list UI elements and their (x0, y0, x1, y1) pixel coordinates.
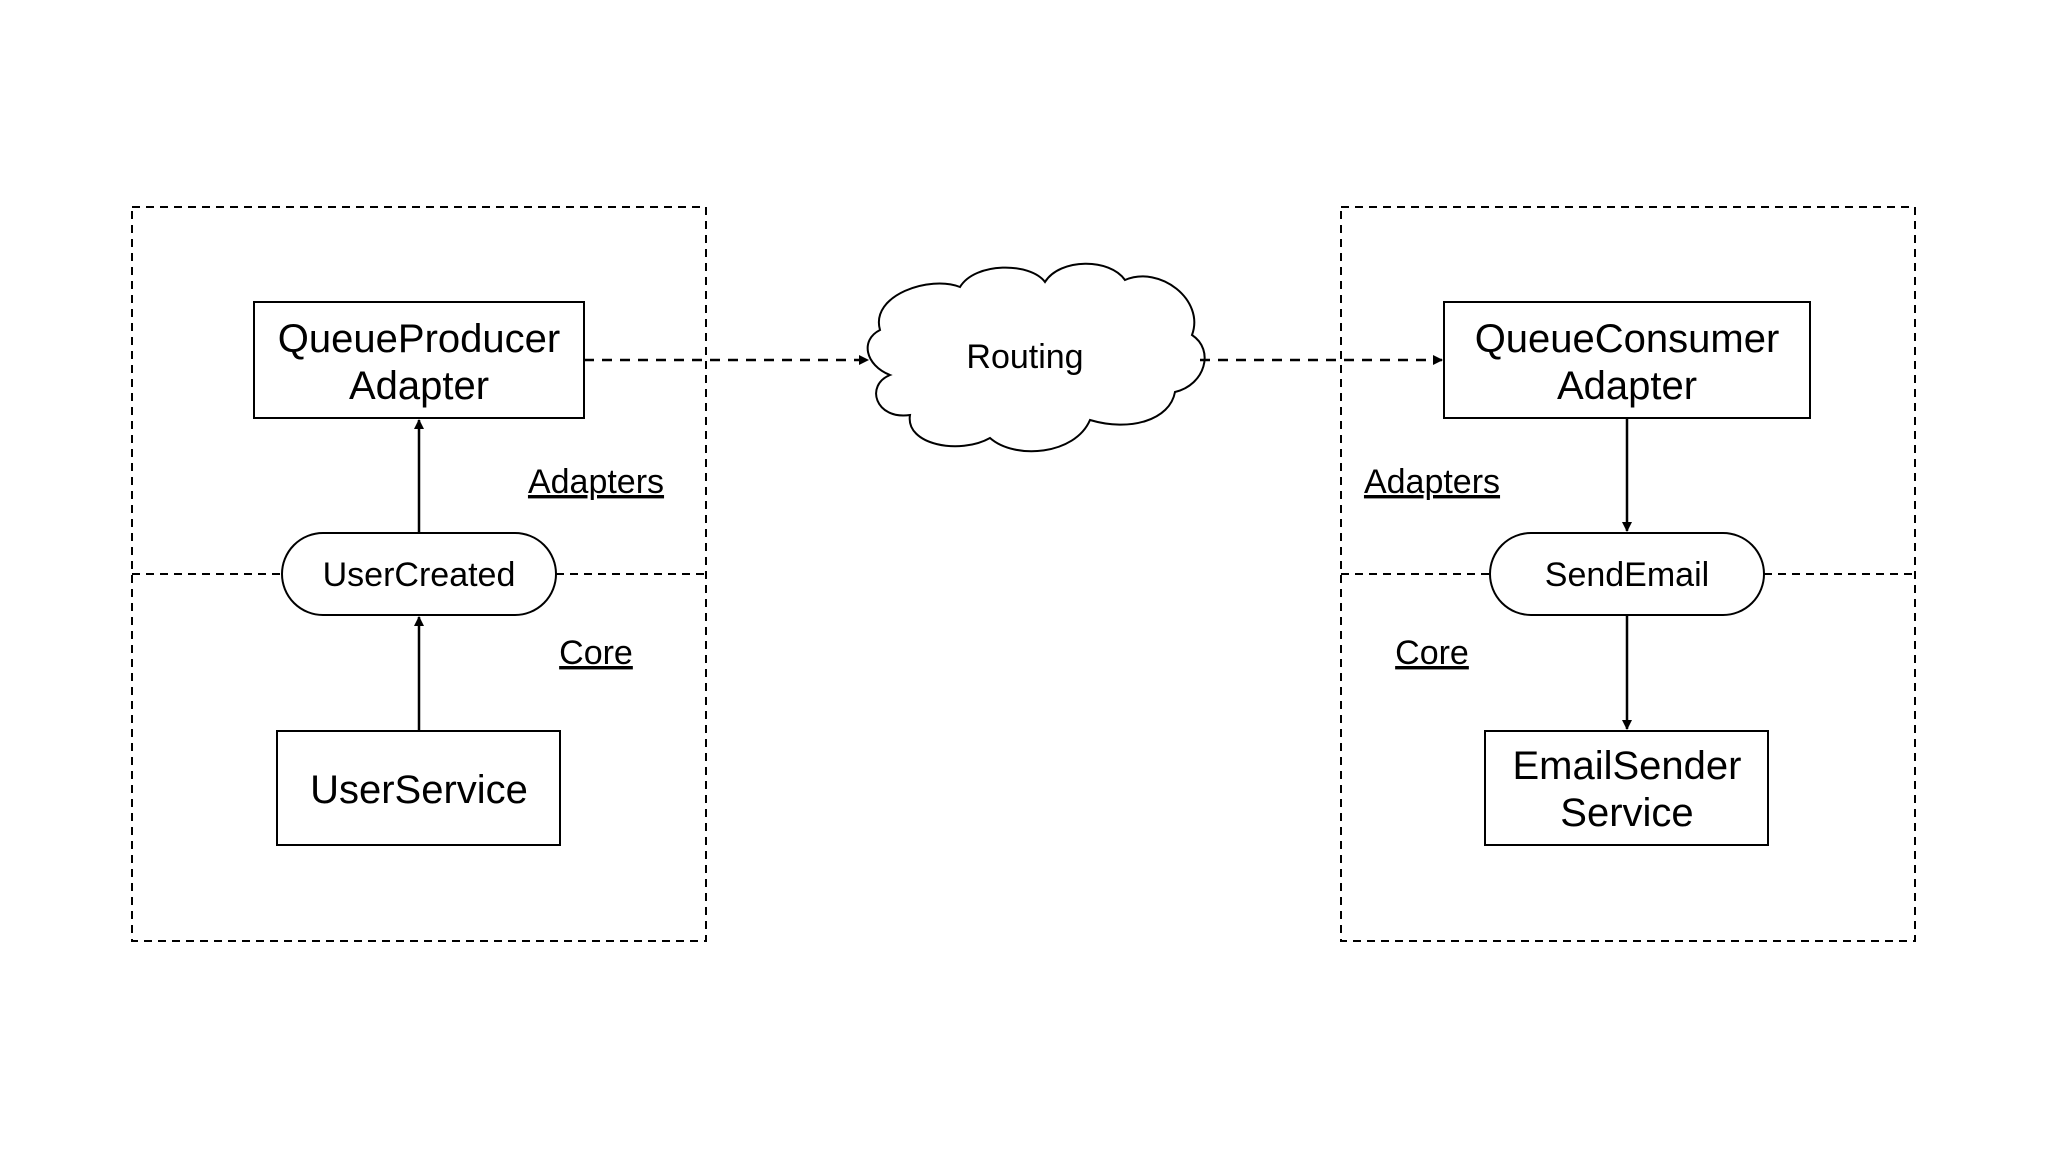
queue-producer-adapter-box: QueueProducer Adapter (253, 301, 585, 419)
user-service-label: UserService (310, 768, 528, 812)
email-sender-service-line2: Service (1560, 791, 1693, 835)
consumer-context: QueueConsumer Adapter SendEmail EmailSen… (1340, 206, 1916, 942)
consumer-core-zone-label: Core (1395, 634, 1469, 672)
queue-consumer-adapter-line2: Adapter (1557, 364, 1697, 408)
queue-consumer-adapter-line1: QueueConsumer (1475, 317, 1780, 361)
routing-label: Routing (966, 338, 1083, 376)
producer-context: QueueProducer Adapter UserCreated UserSe… (131, 206, 707, 942)
queue-consumer-adapter-box: QueueConsumer Adapter (1443, 301, 1811, 419)
producer-adapters-zone-label: Adapters (528, 463, 664, 501)
routing-cloud: Routing (866, 262, 1206, 453)
consumer-adapters-zone-label: Adapters (1364, 463, 1500, 501)
user-service-box: UserService (276, 730, 561, 846)
email-sender-service-box: EmailSender Service (1484, 730, 1769, 846)
cloud-icon (866, 262, 1206, 453)
user-created-event: UserCreated (281, 532, 557, 616)
send-email-label: SendEmail (1545, 556, 1709, 594)
send-email-event: SendEmail (1489, 532, 1765, 616)
queue-producer-adapter-line1: QueueProducer (278, 317, 560, 361)
consumer-boundary (1340, 206, 1916, 942)
producer-core-zone-label: Core (559, 634, 633, 672)
queue-producer-adapter-line2: Adapter (349, 364, 489, 408)
producer-boundary (131, 206, 707, 942)
email-sender-service-line1: EmailSender (1512, 744, 1741, 788)
user-created-label: UserCreated (323, 556, 516, 594)
